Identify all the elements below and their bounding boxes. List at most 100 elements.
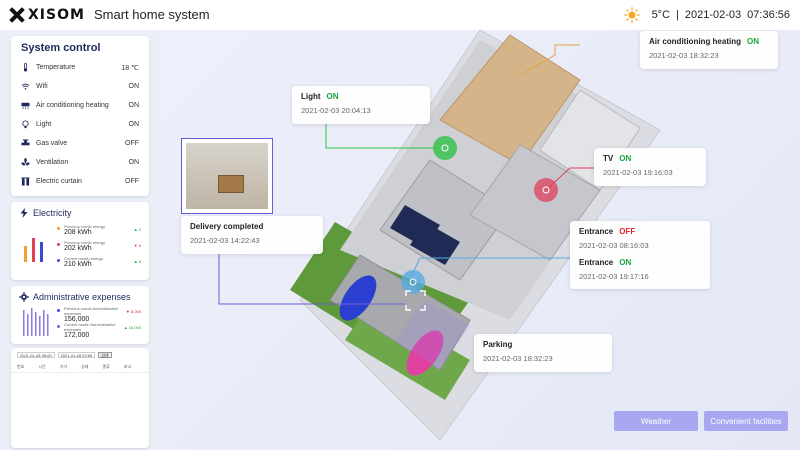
- control-value: OFF: [125, 178, 139, 185]
- start-date-field[interactable]: 2021-01-28 08:00: [17, 352, 55, 358]
- control-value: 18 ℃: [121, 64, 139, 72]
- log-table-panel: 2021-01-28 08:00 2021-01-28 23:59 검색 번호 …: [11, 348, 149, 448]
- expense-value: 156,000: [64, 316, 90, 323]
- admin-expenses-header: Administrative expenses: [11, 286, 149, 304]
- expense-delta: ▲ 16,000: [123, 325, 141, 330]
- column-header: 번호: [17, 364, 25, 369]
- package-box: [218, 175, 244, 193]
- callout-time: 2021-02-03 18:32:23: [483, 354, 553, 363]
- end-date-field[interactable]: 2021-01-28 23:59: [57, 352, 96, 358]
- logo-text: XISOM: [28, 7, 85, 23]
- sun-icon: [623, 7, 640, 23]
- energy-value: 210 kWh: [64, 261, 92, 268]
- time-readout: 07:36:56: [747, 9, 790, 21]
- control-value: OFF: [125, 140, 139, 147]
- control-row-temperature[interactable]: Temperature 18 ℃: [11, 58, 149, 77]
- callout-state: ON: [619, 258, 632, 267]
- callout-time: 2021-02-03 19:17:16: [579, 272, 649, 281]
- weather-button[interactable]: Weather: [614, 411, 698, 431]
- separator: |: [676, 9, 679, 21]
- control-row-light[interactable]: Light ON: [11, 115, 149, 134]
- control-value: ON: [128, 102, 140, 109]
- callout-state: ON: [619, 154, 632, 163]
- callout-time: 2021-02-03 08:16:03: [579, 241, 649, 250]
- control-value: ON: [128, 159, 140, 166]
- expenses-bar-icon: [23, 308, 49, 336]
- callout-time: 2021-02-03 19:16:03: [603, 168, 673, 177]
- column-header: 상태: [81, 364, 89, 369]
- column-header: 기기: [59, 364, 68, 369]
- energy-caption: Previous month energy: [64, 240, 106, 245]
- energy-value: 202 kWh: [64, 245, 92, 252]
- electricity-bar-icon: [24, 238, 43, 262]
- control-label: Ventilation: [36, 159, 69, 166]
- control-row-ventilation[interactable]: Ventilation ON: [11, 153, 149, 172]
- thermometer-icon: [23, 63, 28, 72]
- page-title: Smart home system: [94, 7, 210, 22]
- callout-label: Entrance: [579, 258, 614, 267]
- wifi-icon: [21, 83, 30, 90]
- energy-caption: Current month energy: [64, 256, 103, 261]
- search-button[interactable]: 검색: [98, 352, 112, 358]
- expense-caption: Current month Administrative expenses: [64, 322, 116, 332]
- callout-label: Air conditioning heating: [649, 37, 741, 46]
- status-bar: 5°C | 2021-02-03 07:36:56: [623, 7, 790, 23]
- callout-state: ON: [747, 37, 759, 46]
- control-row-aircon[interactable]: Air conditioning heating ON: [11, 96, 149, 115]
- control-label: Temperature: [36, 64, 76, 71]
- xisom-logo: XISOM: [8, 6, 85, 24]
- control-row-wifi[interactable]: Wifi ON: [11, 77, 149, 96]
- log-table-header: 번호 시간 기기 상태 종류 비고: [11, 362, 149, 373]
- admin-expenses-title: Administrative expenses: [33, 292, 131, 302]
- gear-icon: [19, 292, 29, 302]
- aircon-callout[interactable]: Air conditioning heating ON 2021-02-03 18…: [640, 31, 778, 69]
- callout-time: 2021-02-03 20:04:13: [301, 106, 371, 115]
- expense-delta: ▼ 6,000: [125, 309, 141, 314]
- tv-callout[interactable]: TV ON 2021-02-03 19:16:03: [594, 148, 706, 186]
- temperature-readout: 5°C: [651, 9, 671, 21]
- callout-time: 2021-02-03 18:32:23: [649, 51, 719, 60]
- control-label: Wifi: [36, 83, 48, 90]
- callout-label: Parking: [483, 340, 513, 349]
- callout-label: Light: [301, 92, 321, 101]
- app-header: XISOM Smart home system 5°C | 2021-02-03…: [0, 0, 800, 30]
- delivery-camera-thumbnail[interactable]: [181, 138, 273, 214]
- gas-valve-icon: [21, 139, 30, 146]
- air-conditioner-icon: [21, 102, 30, 110]
- light-bulb-icon: [22, 120, 29, 129]
- curtain-icon: [21, 177, 30, 186]
- callout-label: TV: [603, 154, 614, 163]
- camera-image: [186, 143, 268, 209]
- callout-time: 2021-02-03 14:22:43: [190, 236, 260, 245]
- column-header: 시간: [38, 364, 46, 369]
- column-header: 비고: [123, 364, 132, 369]
- logo-mark-icon: [8, 6, 26, 24]
- electricity-header: Electricity: [11, 202, 149, 220]
- control-label: Light: [36, 121, 52, 128]
- expense-caption: Previous month Administrative expenses: [64, 306, 118, 316]
- control-value: ON: [128, 83, 140, 90]
- callout-state: OFF: [619, 227, 636, 236]
- delivery-callout[interactable]: Delivery completed 2021-02-03 14:22:43: [181, 216, 323, 254]
- control-row-curtain[interactable]: Electric curtain OFF: [11, 172, 149, 191]
- lightning-icon: [20, 208, 28, 218]
- column-header: 종류: [102, 364, 110, 369]
- callout-label: Delivery completed: [190, 222, 264, 231]
- energy-delta: ▼ 6: [133, 243, 141, 248]
- energy-caption: Previous month energy: [64, 224, 106, 229]
- admin-expenses-panel: Administrative expenses Previous month A…: [11, 286, 149, 344]
- control-row-gas[interactable]: Gas valve OFF: [11, 134, 149, 153]
- electricity-title: Electricity: [33, 208, 72, 218]
- energy-delta: ▲ 8: [133, 259, 141, 264]
- control-value: ON: [128, 121, 140, 128]
- parking-callout[interactable]: Parking 2021-02-03 18:32:23: [474, 334, 612, 372]
- convenient-facilities-button[interactable]: Convenient facilities: [704, 411, 788, 431]
